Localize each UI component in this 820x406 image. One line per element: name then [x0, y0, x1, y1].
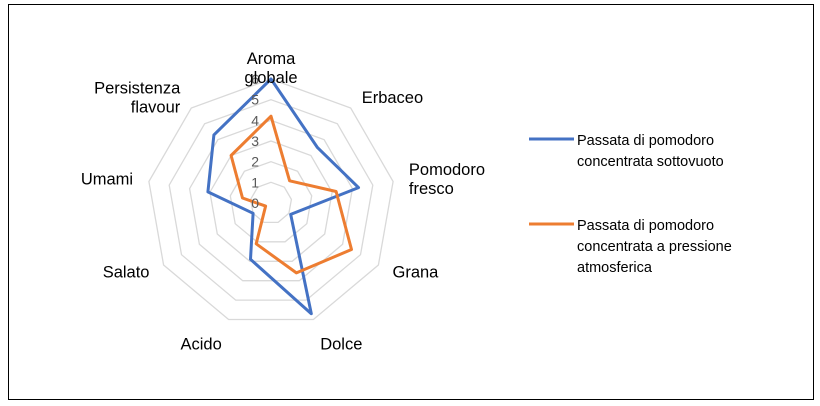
category-label-2: Erbaceo — [362, 89, 423, 107]
series-lines — [206, 77, 360, 316]
tick-label-6: 6 — [251, 71, 259, 87]
grid-ring-3 — [209, 140, 333, 262]
tick-label-1: 1 — [251, 174, 259, 190]
category-label-7: Salato — [103, 264, 150, 282]
category-label-4: Grana — [393, 264, 440, 282]
tick-label-4: 4 — [251, 112, 259, 128]
category-label-6: Acido — [181, 336, 222, 354]
radial-tick-labels: 0 1 2 3 4 5 6 — [251, 71, 259, 211]
series-line-1 — [206, 77, 360, 316]
series-line-2 — [229, 114, 353, 275]
category-label-5: Dolce — [320, 336, 362, 354]
tick-label-5: 5 — [251, 92, 259, 108]
grid-ring-6 — [148, 78, 394, 321]
grid-ring-4 — [188, 119, 354, 282]
grid-ring-5 — [168, 99, 374, 301]
category-label-8: Umami — [81, 171, 133, 189]
grid-ring-2 — [229, 161, 313, 243]
tick-label-3: 3 — [251, 133, 259, 149]
tick-label-0: 0 — [251, 195, 259, 211]
grid-ring-1 — [249, 181, 293, 224]
tick-label-2: 2 — [251, 154, 259, 170]
